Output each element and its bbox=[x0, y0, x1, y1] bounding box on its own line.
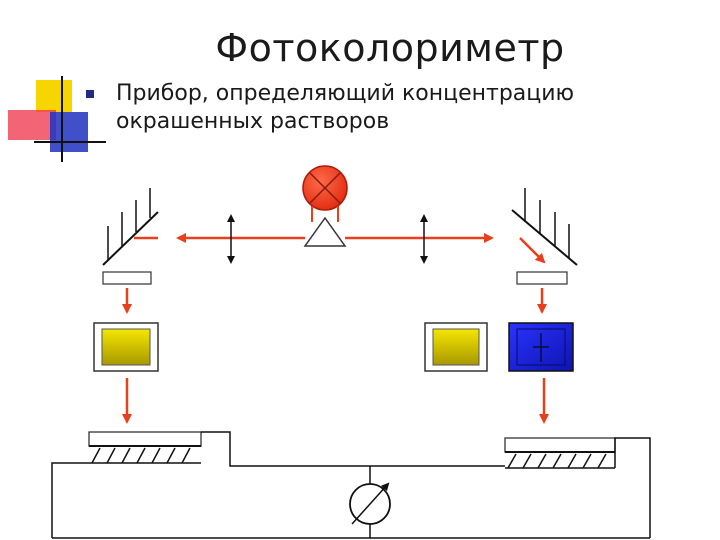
beam-right-to-mirror bbox=[519, 237, 546, 264]
photocell-left bbox=[88, 431, 202, 464]
logo-yellow-square bbox=[36, 80, 72, 112]
logo-red-square bbox=[8, 110, 56, 140]
mirror-right bbox=[511, 188, 578, 266]
circuit-wiring bbox=[51, 431, 651, 539]
mirror-left bbox=[102, 188, 159, 266]
beam-splitter-prism bbox=[303, 216, 347, 247]
cuvette-left bbox=[93, 322, 159, 372]
cuvette-blue bbox=[508, 322, 574, 372]
bullet-line-1: Прибор, определяющий концентрацию bbox=[116, 81, 575, 106]
page-title: Фотоколориметр bbox=[215, 26, 565, 70]
photocell-right bbox=[504, 437, 616, 469]
bullet-line-2: окрашенных растворов bbox=[116, 109, 390, 134]
filter-left bbox=[102, 271, 152, 285]
galvanometer-icon bbox=[349, 482, 391, 525]
slide-logo bbox=[8, 76, 106, 162]
logo-blue-square bbox=[50, 112, 88, 152]
lamp-x-icon bbox=[302, 165, 348, 222]
cuvette-middle bbox=[424, 322, 488, 372]
bullet-text: Прибор, определяющий концентрацию окраше… bbox=[116, 80, 676, 136]
bullet-marker bbox=[86, 90, 94, 98]
filter-right bbox=[516, 271, 568, 285]
